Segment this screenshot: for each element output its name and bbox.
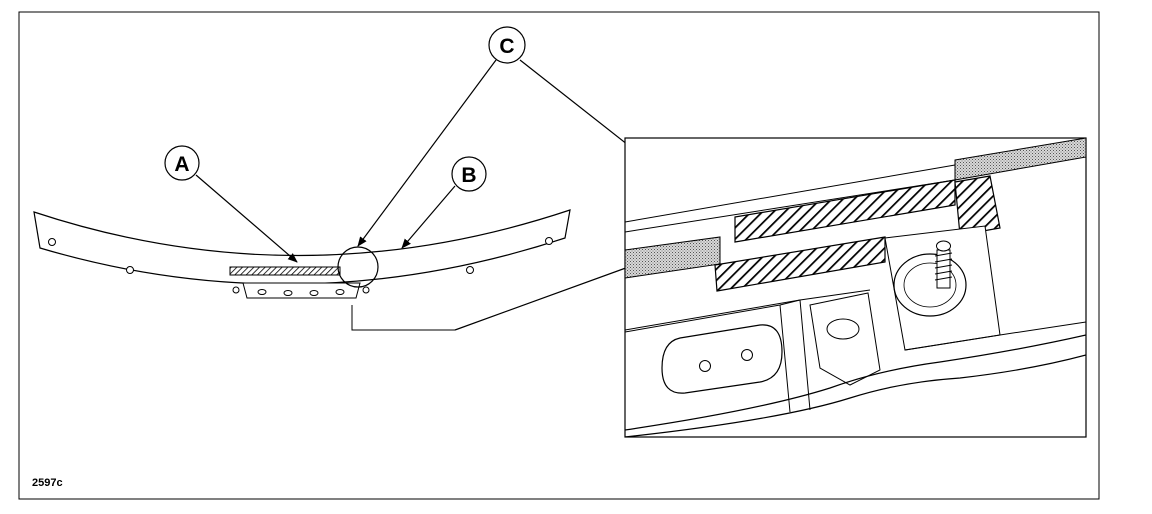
mounting-bracket: [242, 282, 361, 299]
callout-c-bubble: [488, 26, 526, 64]
figure-code: 2597c: [32, 477, 63, 489]
detail-view: [624, 137, 1087, 438]
callout-a-label: A: [174, 153, 189, 176]
trim-panel-overview: [33, 209, 571, 331]
callout-a-bubble: [164, 145, 200, 181]
callout-b-label: B: [461, 164, 476, 187]
callout-b: B: [401, 156, 487, 249]
slot-with-holes: [661, 324, 783, 394]
detail-circle-c: [337, 246, 379, 288]
callout-c-leader-overview: [357, 59, 497, 247]
callout-b-leader: [401, 185, 456, 249]
callout-b-bubble: [451, 156, 487, 192]
detail-pointer-arrow: [454, 264, 635, 331]
seal-strip-a: [229, 266, 341, 276]
detail-connector-line: [351, 305, 455, 331]
figure-frame: [18, 11, 1100, 500]
threaded-stud: [934, 240, 953, 289]
callout-a: A: [164, 145, 298, 263]
mounting-hole-icon: [48, 237, 553, 294]
callout-c-label: C: [499, 35, 514, 58]
callout-a-leader: [195, 174, 298, 263]
